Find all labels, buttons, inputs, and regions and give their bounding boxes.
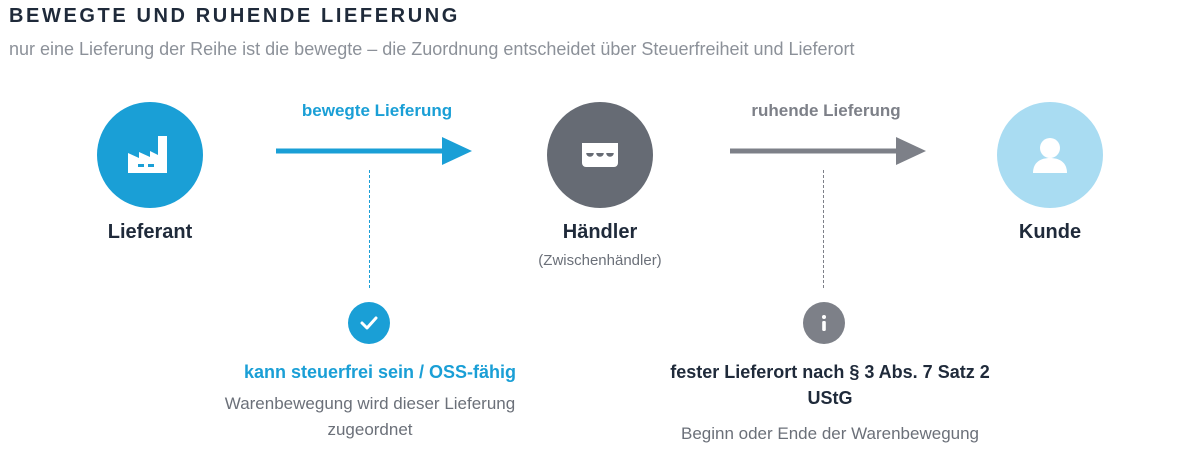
- haendler-label: Händler: [562, 221, 638, 243]
- person-icon: [1033, 138, 1067, 173]
- ruhend-arrow: [730, 137, 926, 165]
- haendler-sublabel: (Zwischenhändler): [538, 252, 662, 269]
- lieferant-label: Lieferant: [107, 221, 193, 243]
- factory-icon: [128, 136, 167, 173]
- kunde-label: Kunde: [1018, 221, 1082, 243]
- check-badge: [348, 302, 390, 344]
- lieferant-node-circle: [97, 102, 203, 208]
- haendler-node-circle: [547, 102, 653, 208]
- ruhend-note-line1: Beginn oder Ende der Warenbewegung: [680, 424, 980, 443]
- ruhend-note-title-line2: UStG: [807, 388, 853, 408]
- page-subtitle: nur eine Lieferung der Reihe ist die bew…: [9, 39, 855, 59]
- bewegt-edge-label: bewegte Lieferung: [301, 101, 453, 120]
- bewegt-note-line2: zugeordnet: [327, 420, 413, 439]
- ruhend-note-title-line1: fester Lieferort nach § 3 Abs. 7 Satz 2: [670, 362, 990, 382]
- ruhend-connector-line: [823, 170, 824, 288]
- page-title: BEWEGTE UND RUHENDE LIEFERUNG: [9, 5, 460, 27]
- bewegt-arrow: [276, 137, 472, 165]
- bewegt-note-line1: Warenbewegung wird dieser Lieferung: [224, 394, 516, 413]
- bewegt-note-title: kann steuerfrei sein / OSS-fähig: [243, 362, 517, 382]
- check-icon: [360, 316, 378, 330]
- store-icon: [582, 143, 618, 167]
- bewegt-connector-line: [369, 170, 370, 288]
- info-badge: [803, 302, 845, 344]
- ruhend-edge-label: ruhende Lieferung: [751, 101, 901, 120]
- kunde-node-circle: [997, 102, 1103, 208]
- info-icon: [822, 315, 826, 331]
